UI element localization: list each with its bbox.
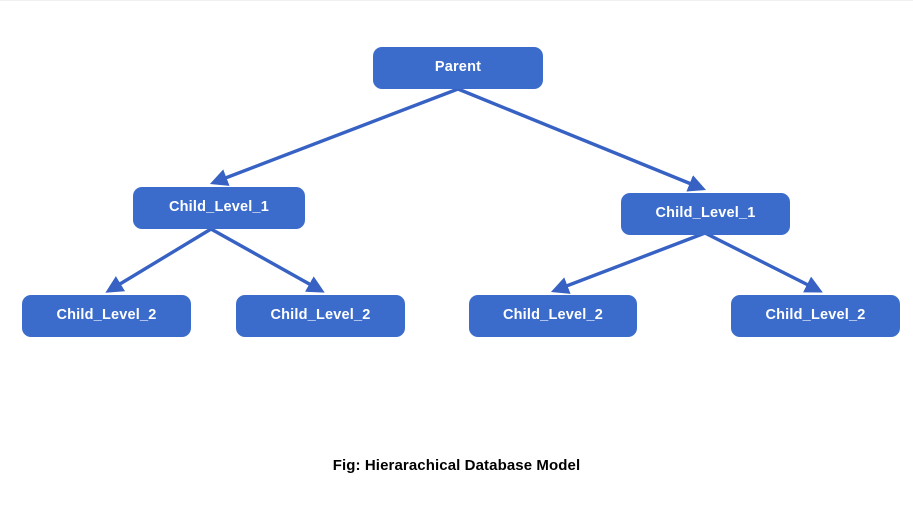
node-parent[interactable]: Parent — [373, 47, 543, 89]
edge-child1-left-to-child2-1 — [105, 227, 212, 293]
node-child-level-1-right[interactable]: Child_Level_1 — [621, 193, 790, 235]
edge-child1-left-to-child2-2 — [210, 227, 325, 293]
edge-parent-to-child1-right — [457, 87, 707, 192]
node-child-level-1-left-label: Child_Level_1 — [168, 199, 270, 216]
node-parent-label: Parent — [434, 59, 482, 76]
edge-child1-right-to-child2-4 — [704, 231, 823, 293]
node-child-level-2-1-label: Child_Level_2 — [56, 307, 157, 324]
node-child-level-1-left[interactable]: Child_Level_1 — [133, 187, 305, 229]
edge-child1-right-to-child2-3 — [550, 231, 706, 294]
figure-caption: Fig: Hierarachical Database Model — [332, 457, 581, 474]
node-child-level-2-2[interactable]: Child_Level_2 — [236, 295, 405, 337]
node-child-level-1-right-label: Child_Level_1 — [655, 205, 756, 222]
edge-parent-to-child1-left — [209, 87, 459, 186]
node-child-level-2-1[interactable]: Child_Level_2 — [22, 295, 191, 337]
node-child-level-2-2-label: Child_Level_2 — [270, 307, 371, 324]
node-child-level-2-3[interactable]: Child_Level_2 — [469, 295, 637, 337]
node-child-level-2-3-label: Child_Level_2 — [502, 307, 604, 324]
node-child-level-2-4[interactable]: Child_Level_2 — [731, 295, 900, 337]
node-child-level-2-4-label: Child_Level_2 — [765, 307, 866, 324]
